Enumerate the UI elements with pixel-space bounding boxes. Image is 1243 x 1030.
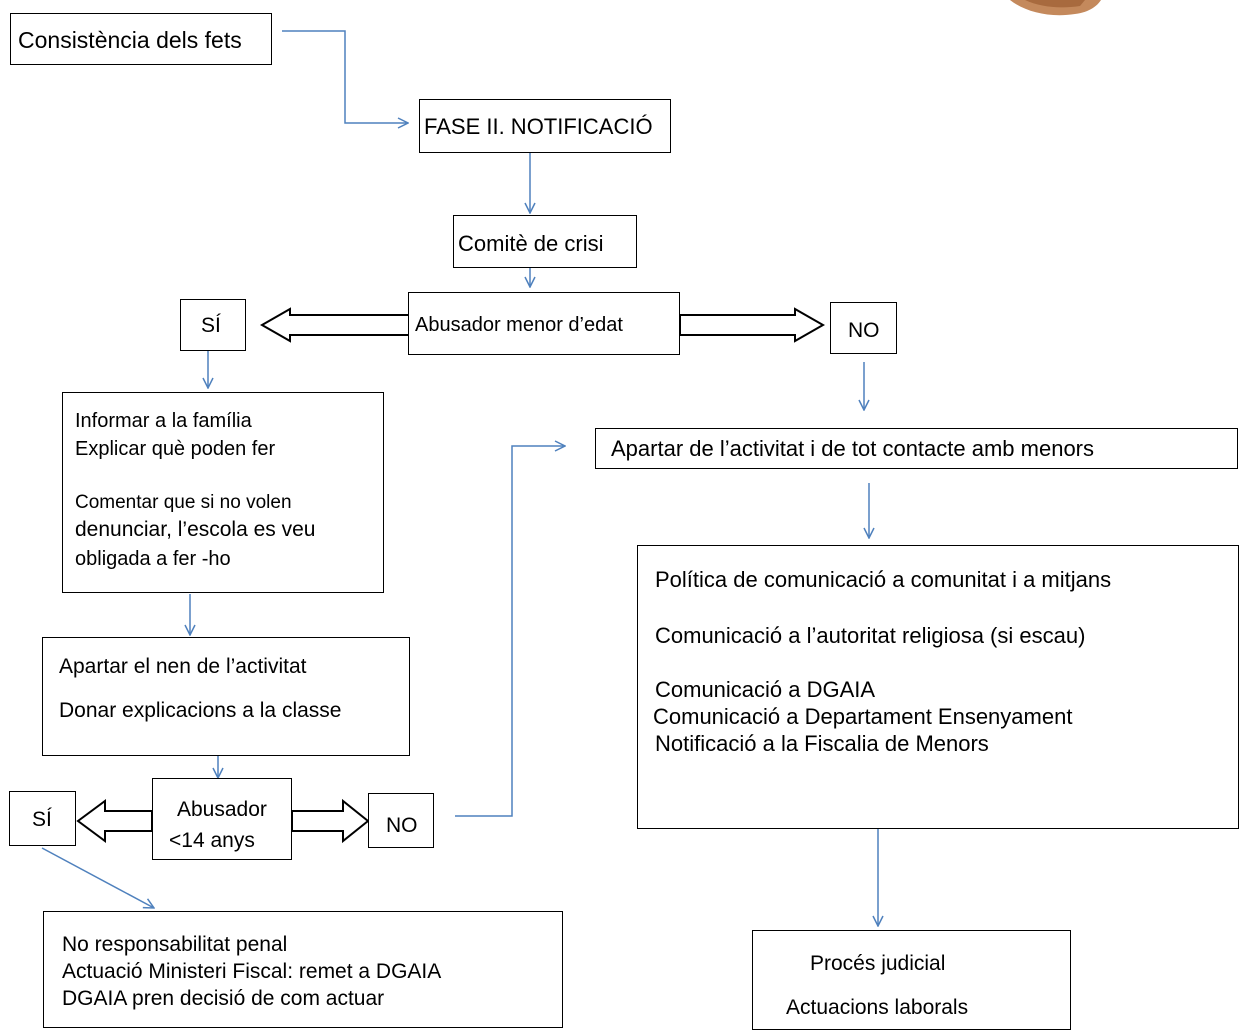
node-informar-line5: obligada a fer ‑ho — [75, 548, 231, 570]
block-arrow-decision2-left — [76, 799, 153, 843]
decorative-image-fragment — [1010, 0, 1101, 16]
node-fase2-label: FASE II. NOTIFICACIÓ — [424, 114, 653, 139]
node-informar-line3: Comentar que si no volen — [75, 492, 292, 513]
node-proces-line1: Procés judicial — [810, 952, 946, 975]
node-apartar-activitat-label: Apartar de l’activitat i de tot contacte… — [611, 436, 1095, 461]
node-consistencia-dels-fets: Consistència dels fets — [10, 13, 272, 65]
node-no-resp-line1: No responsabilitat penal — [62, 933, 288, 956]
block-arrow-decision1-left — [259, 307, 413, 343]
node-no-1-label: NO — [848, 319, 880, 342]
node-politica-line5: Notificació a la Fiscalia de Menors — [655, 731, 989, 756]
node-si-1-label: SÍ — [201, 314, 221, 337]
node-abusador14-line2: <14 anys — [169, 829, 255, 852]
node-informar-line2: Explicar què poden fer — [75, 438, 276, 460]
node-si-1: SÍ — [180, 299, 246, 351]
node-no-2: NO — [368, 793, 434, 848]
node-apartar-nen-line2: Donar explicacions a la classe — [59, 699, 342, 722]
node-politica-line1: Política de comunicació a comunitat i a … — [655, 567, 1112, 592]
block-arrow-decision2-right — [291, 798, 370, 844]
node-consistencia-label: Consistència dels fets — [18, 27, 242, 53]
node-informar-line4: denunciar, l’escola es veu — [75, 518, 316, 541]
node-abusador14-line1: Abusador — [177, 798, 267, 821]
arrow-no2-to-apartar-activitat — [455, 446, 565, 817]
node-politica-line4: Comunicació a Departament Ensenyament — [653, 704, 1073, 729]
block-arrow-decision1-right — [679, 307, 826, 343]
node-no-responsabilitat-penal: No responsabilitat penal Actuació Minist… — [43, 911, 563, 1028]
node-fase-ii-notificacio: FASE II. NOTIFICACIÓ — [419, 99, 671, 153]
node-no-resp-line2: Actuació Ministeri Fiscal: remet a DGAIA — [62, 960, 442, 983]
node-politica-line3: Comunicació a DGAIA — [655, 677, 876, 702]
node-si-2: SÍ — [9, 791, 76, 846]
node-abusador-14-anys: Abusador <14 anys — [152, 778, 292, 860]
node-comite-de-crisi: Comitè de crisi — [453, 215, 637, 268]
arrow-si2-to-no-responsabilitat — [41, 847, 154, 908]
node-no-2-label: NO — [386, 814, 418, 837]
node-proces-judicial: Procés judicial Actuacions laborals — [752, 930, 1071, 1030]
arrow-consistencia-to-fase2 — [282, 30, 408, 123]
node-abusador-menor-label: Abusador menor d’edat — [415, 314, 623, 336]
node-apartar-activitat-menors: Apartar de l’activitat i de tot contacte… — [595, 428, 1238, 469]
node-informar-line1: Informar a la família — [75, 410, 252, 432]
node-apartar-nen-line1: Apartar el nen de l’activitat — [59, 655, 307, 678]
node-no-resp-line3: DGAIA pren decisió de com actuar — [62, 987, 385, 1010]
node-apartar-nen: Apartar el nen de l’activitat Donar expl… — [42, 637, 410, 756]
node-politica-line2: Comunicació a l’autoritat religiosa (si … — [655, 623, 1086, 648]
node-abusador-menor-edat: Abusador menor d’edat — [408, 292, 680, 355]
node-politica-comunicacio: Política de comunicació a comunitat i a … — [637, 545, 1239, 829]
node-si-2-label: SÍ — [32, 808, 52, 831]
node-comite-label: Comitè de crisi — [458, 231, 604, 256]
node-no-1: NO — [830, 302, 897, 354]
node-informar-familia: Informar a la família Explicar què poden… — [62, 392, 384, 593]
node-proces-line2: Actuacions laborals — [786, 996, 969, 1019]
